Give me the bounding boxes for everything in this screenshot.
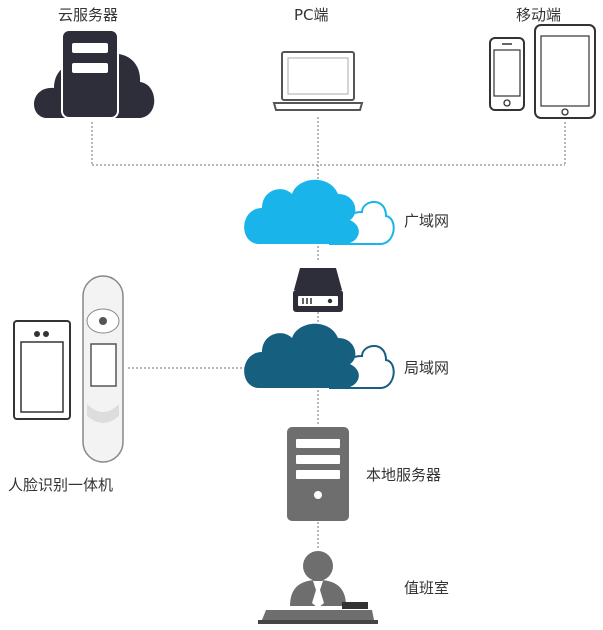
local-server-label: 本地服务器 <box>366 466 442 484</box>
face-terminal-icon <box>13 275 124 463</box>
duty-room-label: 值班室 <box>404 579 450 597</box>
server-tower-icon <box>287 427 349 521</box>
lan-label: 局域网 <box>404 359 450 377</box>
lan-cloud-icon <box>244 323 395 389</box>
wan-cloud-icon <box>244 179 395 245</box>
phone-tablet-icon <box>489 24 596 119</box>
network-drive-icon <box>293 268 343 312</box>
face-terminal-label: 人脸识别一体机 <box>8 476 114 494</box>
mobile-label: 移动端 <box>516 6 562 24</box>
cloud-server-label: 云服务器 <box>58 6 119 24</box>
operator-icon <box>258 551 378 624</box>
connector-lines <box>91 117 566 550</box>
cloud-server-icon <box>34 29 155 119</box>
laptop-icon <box>272 51 364 111</box>
pc-label: PC端 <box>294 6 329 24</box>
wan-label: 广域网 <box>404 212 450 230</box>
